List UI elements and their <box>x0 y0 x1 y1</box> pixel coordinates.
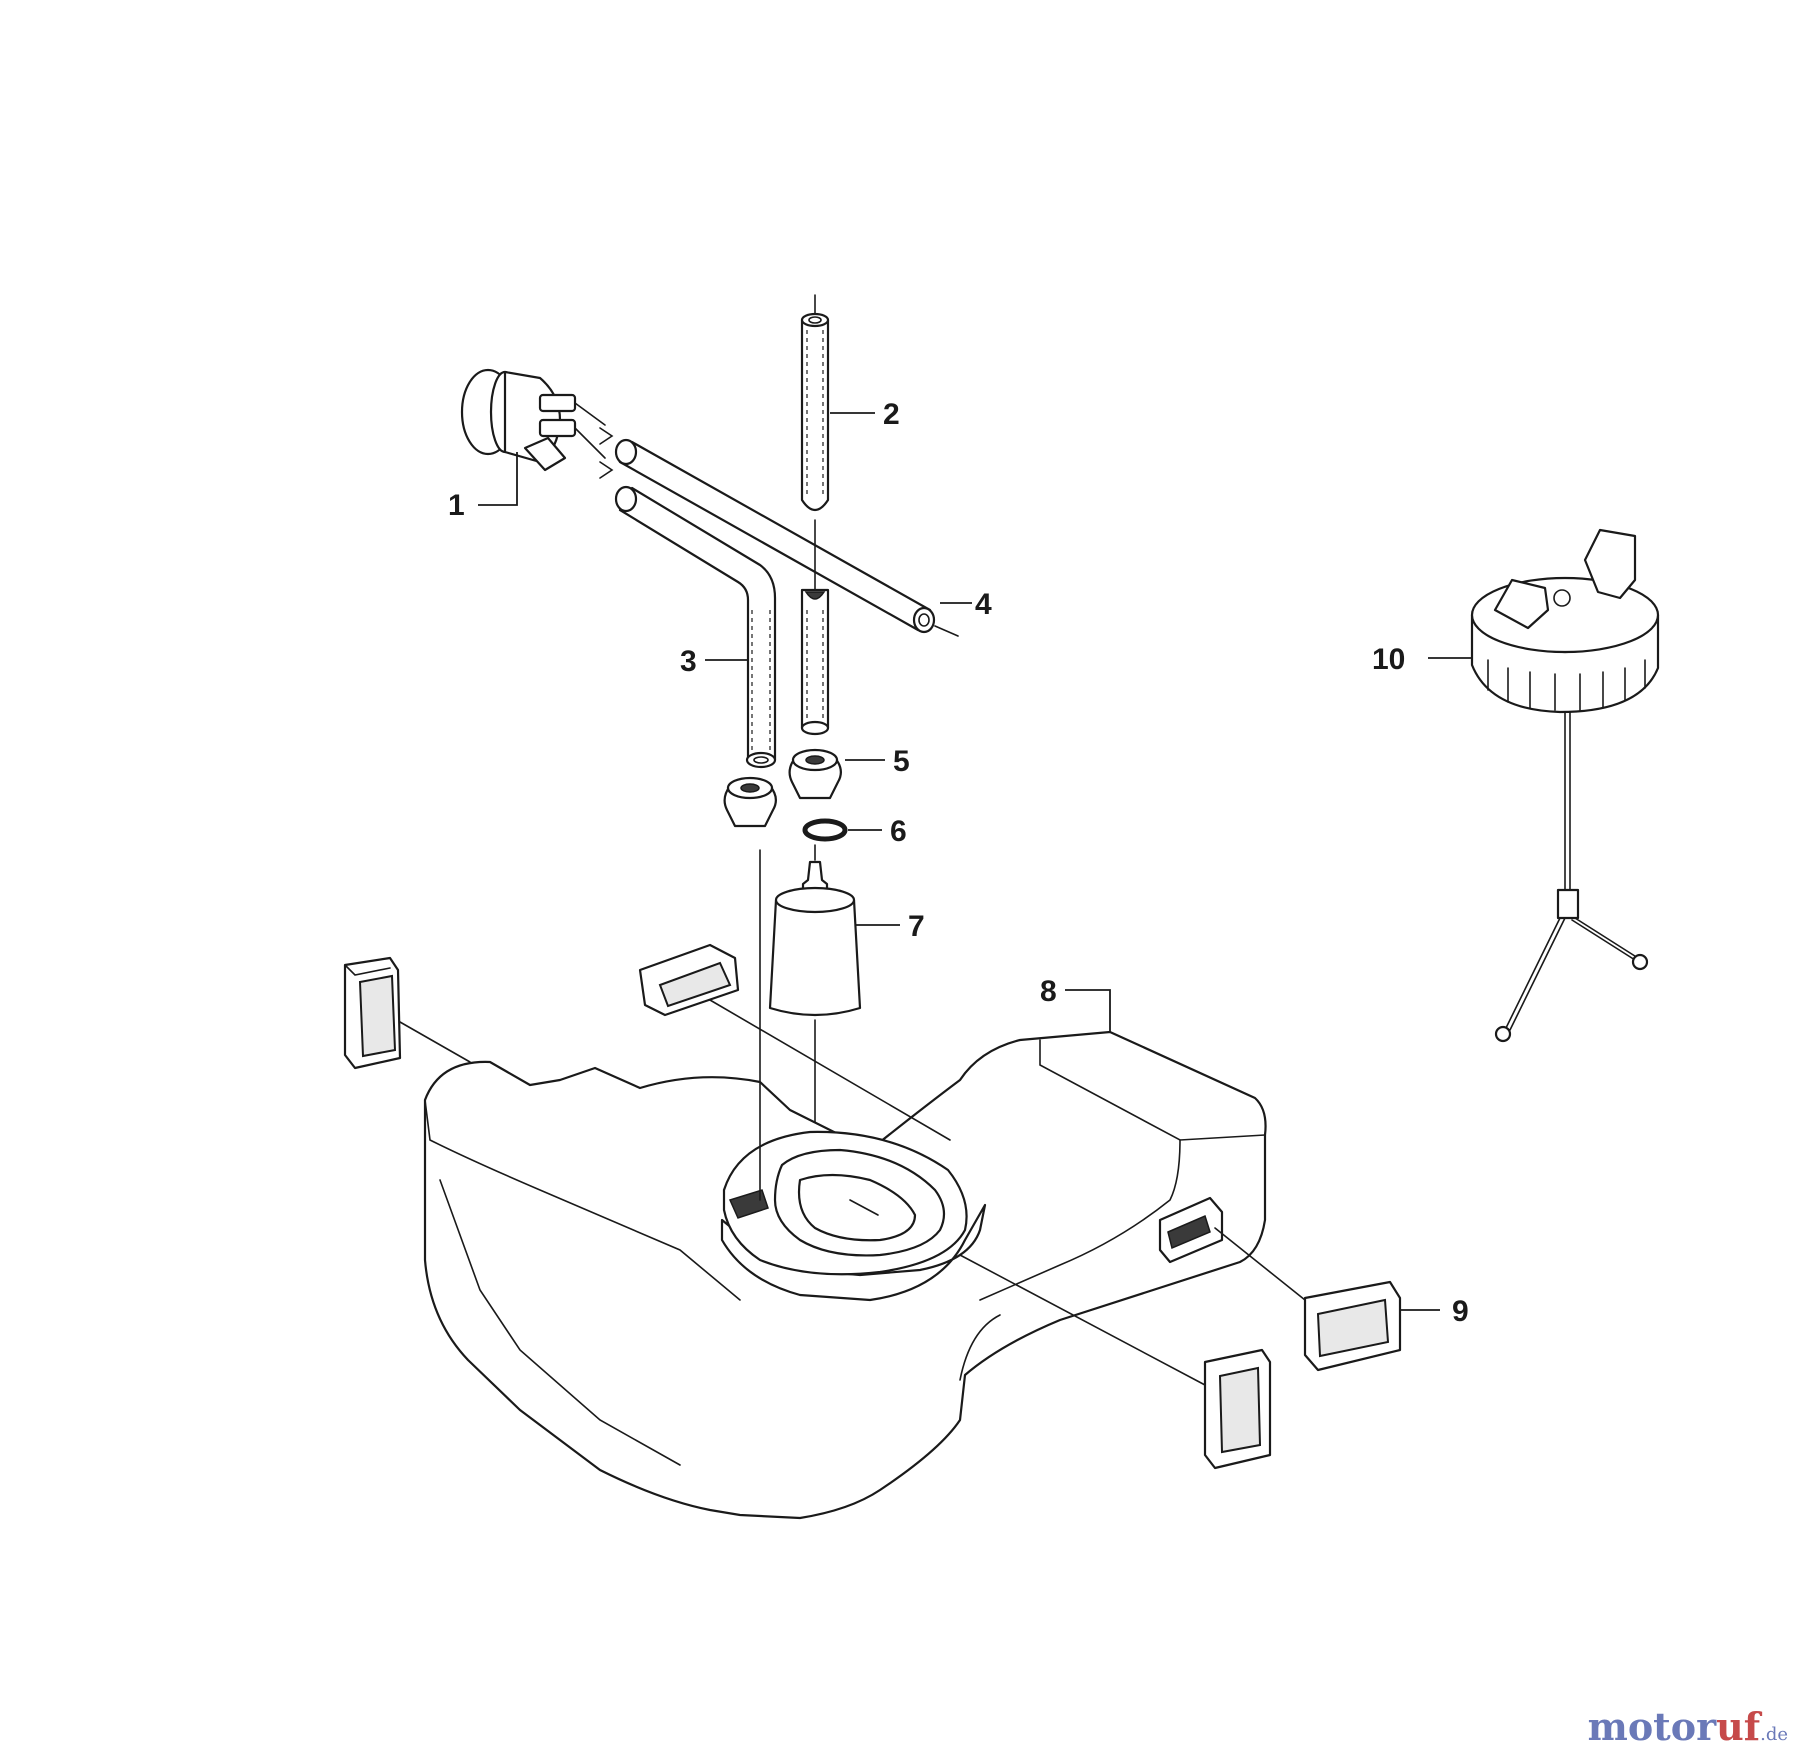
fuel-hose-part <box>800 294 830 736</box>
part-label-7: 7 <box>908 910 925 943</box>
fuel-filter-part <box>768 844 862 1151</box>
part-label-2: 2 <box>883 398 900 431</box>
watermark-main: motor <box>1587 1704 1717 1749</box>
part-label-10: 10 <box>1372 643 1405 676</box>
watermark-logo: motoruf.de <box>1588 1704 1788 1749</box>
grommet-part <box>723 748 842 828</box>
return-hose-part <box>614 438 959 637</box>
primer-bulb-part <box>460 368 614 479</box>
part-label-6: 6 <box>890 815 907 848</box>
watermark-tld: .de <box>1760 1724 1788 1745</box>
part-label-9: 9 <box>1452 1295 1469 1328</box>
o-ring-part <box>802 818 848 842</box>
watermark-accent: uf <box>1716 1704 1761 1749</box>
part-label-5: 5 <box>893 745 910 778</box>
part-label-4: 4 <box>975 588 992 621</box>
part-label-1: 1 <box>448 489 465 522</box>
part-label-8: 8 <box>1040 975 1057 1008</box>
fuel-hose-bent-part <box>614 485 777 769</box>
part-label-3: 3 <box>680 645 697 678</box>
fuel-cap-part <box>1470 528 1660 1043</box>
fuel-tank-part <box>423 849 1267 1520</box>
rubber-mount-part <box>343 943 1402 1470</box>
